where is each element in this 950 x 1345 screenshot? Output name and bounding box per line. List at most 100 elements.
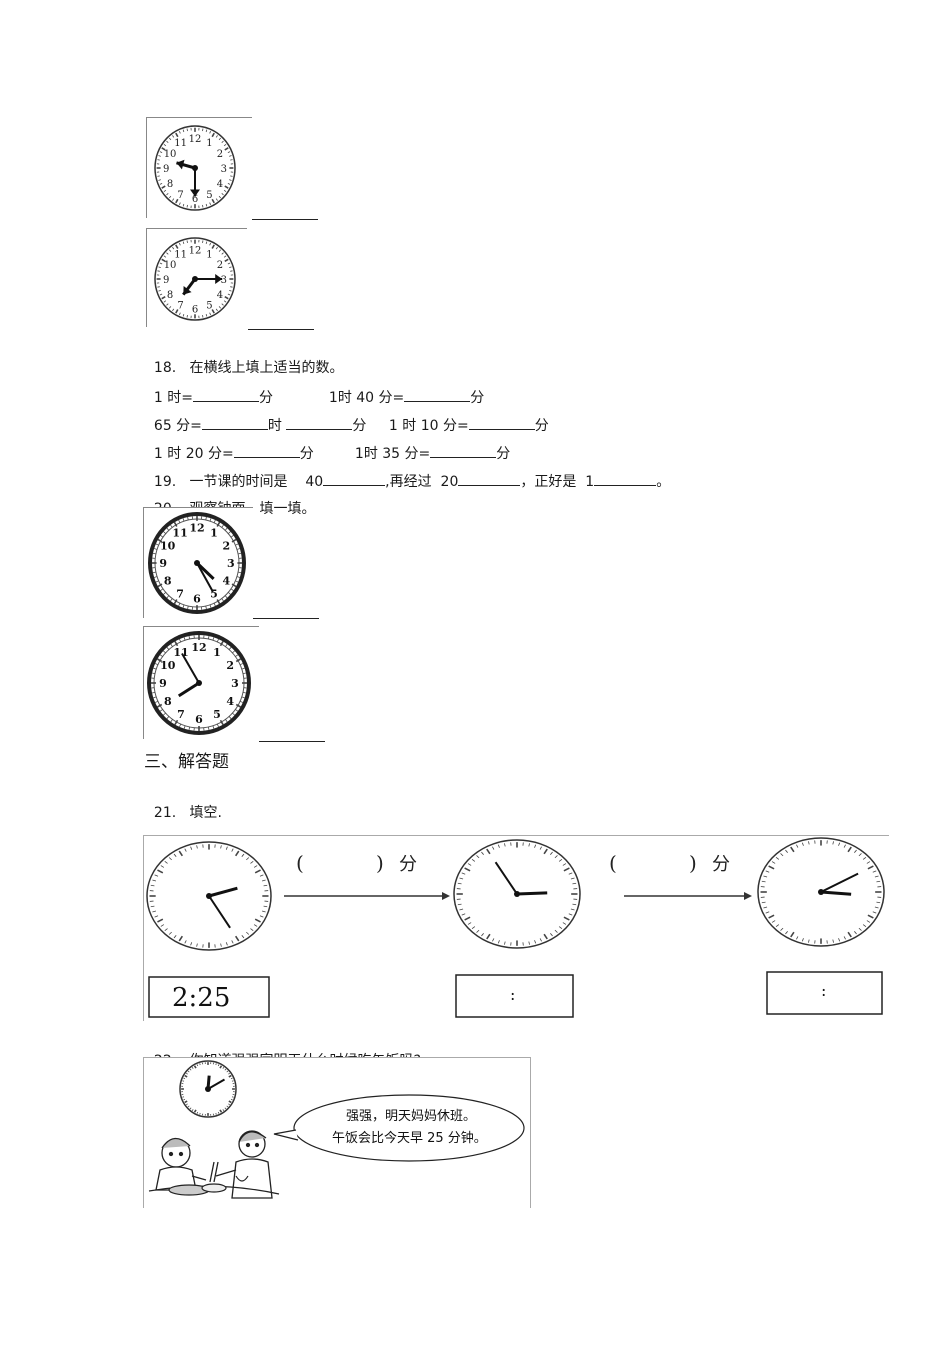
time-box-2[interactable]: [455, 974, 574, 1018]
clock-number: 3: [221, 164, 227, 175]
clock-tick: [154, 915, 159, 918]
clock-tick: [219, 641, 224, 647]
clock-tick: [224, 185, 229, 189]
clock-tick: [157, 918, 164, 923]
clock-tick: [801, 938, 804, 942]
clock-tick: [163, 531, 166, 534]
clock-tick: [230, 286, 233, 288]
clock-tick: [539, 846, 542, 850]
clock-tick: [183, 725, 186, 729]
clock-tick: [471, 858, 476, 862]
answer-blank[interactable]: [252, 205, 318, 220]
clock-tick: [212, 637, 215, 641]
answer-blank[interactable]: [286, 415, 353, 430]
clock-tick: [225, 643, 228, 647]
clock-tick: [854, 931, 857, 935]
answer-blank[interactable]: [468, 415, 535, 430]
clock-tick: [155, 580, 159, 583]
clock-tick: [211, 244, 215, 249]
clock-tick: [163, 592, 166, 595]
answer-blank[interactable]: [404, 387, 471, 402]
equation-label: 1 时 10 分=: [388, 418, 469, 434]
clock-tick: [461, 913, 466, 916]
clock-number: 1: [206, 138, 212, 149]
clock-tick: [211, 309, 215, 314]
clock-tick: [178, 850, 184, 857]
clock-tick: [241, 853, 245, 857]
clock-tick: [207, 726, 210, 731]
clock-tick: [230, 588, 234, 591]
clock-tick: [528, 843, 530, 847]
clock-tick: [170, 643, 173, 647]
clock-tick: [158, 290, 161, 292]
clock-tick: [224, 295, 229, 300]
answer-blank[interactable]: [259, 727, 325, 742]
answer-blank[interactable]: [233, 443, 300, 458]
sequence-clock-2: [453, 839, 581, 949]
lunch-illustration: 强强，明天妈妈休班。 午饭会比今天早 25 分钟。: [143, 1057, 531, 1208]
answer-blank[interactable]: [458, 471, 521, 486]
clock-tick: [196, 1064, 199, 1067]
clock-tick: [159, 262, 163, 265]
answer-blank[interactable]: [193, 387, 259, 402]
unit-label: 分: [299, 446, 314, 462]
clock-tick: [232, 650, 235, 654]
speech-bubble: [293, 1094, 525, 1162]
clock-tick: [563, 916, 570, 921]
clock-tick: [763, 875, 768, 878]
clock-tick: [471, 926, 476, 930]
clock-tick: [190, 942, 193, 946]
clock-tick: [763, 906, 768, 909]
clock-tick: [227, 262, 231, 265]
clock-tick: [234, 935, 240, 942]
clock-tick: [225, 527, 228, 531]
clock-tick: [771, 920, 776, 923]
clock-tick: [166, 303, 169, 306]
clock-tick: [215, 246, 218, 250]
clock-tick: [771, 861, 776, 864]
clock-tick: [235, 580, 239, 583]
clock-tick: [227, 183, 231, 185]
clock-tick: [154, 700, 159, 703]
clock-tick: [464, 867, 471, 872]
clock-tick: [215, 308, 218, 312]
clock-tick: [182, 129, 185, 133]
clock-tick: [166, 716, 170, 719]
clock-tick: [151, 672, 156, 675]
minute-hand: [181, 653, 200, 684]
answer-blank[interactable]: [594, 471, 657, 486]
minute-hand: [208, 895, 231, 929]
clock-tick: [486, 933, 491, 940]
clock-tick: [216, 521, 221, 527]
clock-tick: [250, 860, 254, 864]
time-box-text: :: [821, 981, 826, 1000]
clock-tick: [172, 308, 175, 312]
answer-blank[interactable]: [323, 471, 386, 486]
clock-tick: [843, 936, 846, 940]
clock-tick: [242, 672, 247, 675]
clock-tick: [230, 1098, 233, 1101]
unit-label: 时: [267, 418, 282, 434]
time-box-3[interactable]: [766, 971, 883, 1015]
clock-number: 8: [167, 290, 173, 301]
clock-tick: [161, 295, 166, 300]
clock-tick: [160, 865, 165, 868]
clock-tick: [261, 879, 266, 882]
clock-tick: [157, 583, 163, 588]
answer-blank[interactable]: [248, 315, 314, 330]
clock-tick: [187, 606, 189, 610]
clock-tick: [182, 203, 185, 207]
clock-number: 11: [174, 138, 187, 149]
clock-number: 7: [176, 588, 184, 601]
q18-row-3b: 1时 35 分=分: [346, 425, 510, 463]
answer-blank[interactable]: [253, 604, 319, 619]
clock-number: 5: [206, 301, 212, 312]
answer-blank[interactable]: [201, 415, 268, 430]
clock-tick: [801, 842, 804, 846]
answer-blank[interactable]: [430, 443, 497, 458]
clock-tick: [558, 858, 563, 862]
clock-tick: [160, 588, 164, 591]
clock-number: 10: [160, 539, 176, 552]
clock-tick: [476, 929, 480, 933]
clock-tick: [216, 599, 221, 605]
